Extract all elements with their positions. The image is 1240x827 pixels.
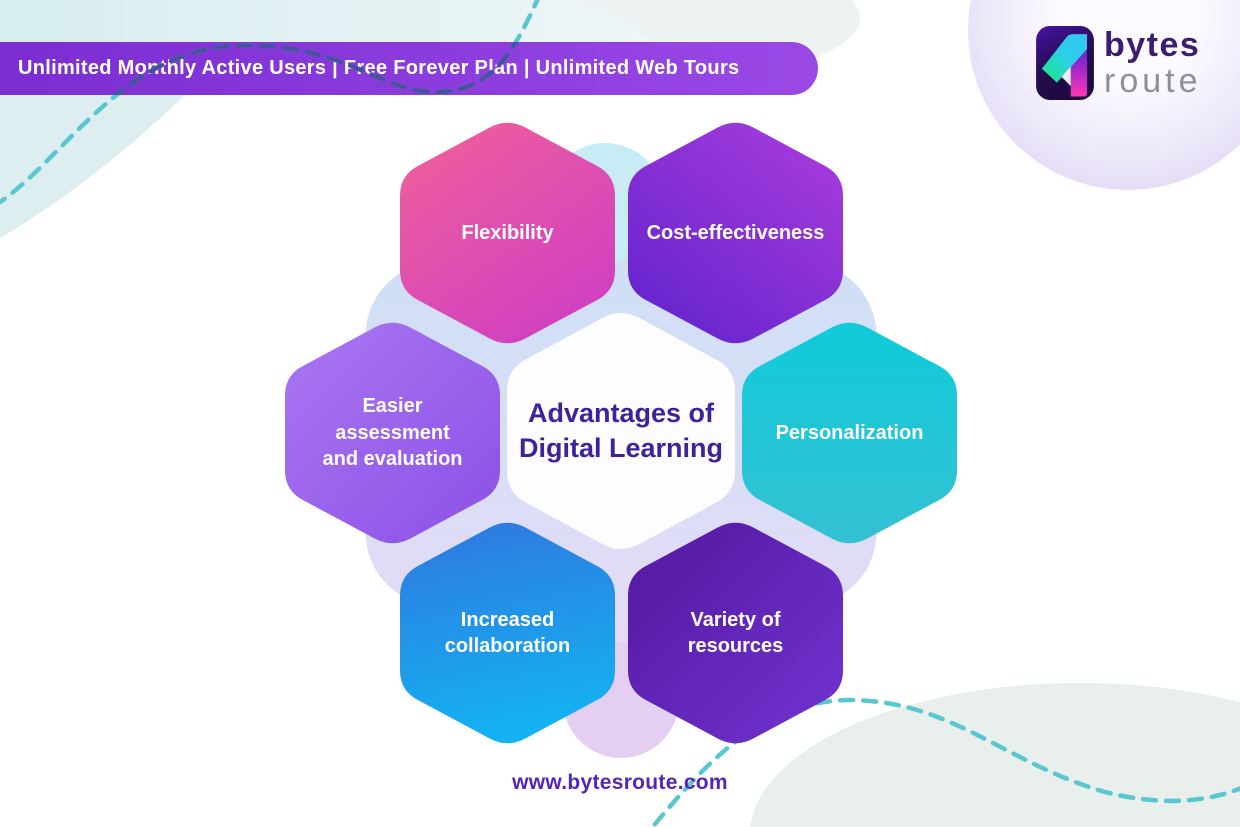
- banner-text: Unlimited Monthly Active Users | Free Fo…: [18, 57, 740, 79]
- hexagon-label: Variety of resources: [687, 608, 784, 657]
- hexagon-label: Easier assessment and evaluation: [322, 395, 463, 471]
- top-left-blob: [0, 0, 650, 42]
- top-banner: Unlimited Monthly Active Users | Free Fo…: [0, 42, 818, 95]
- diagram-title-line1: Advantages of: [527, 397, 715, 428]
- left-wedge-blob: [0, 95, 185, 238]
- hexagon-label: Flexibility: [461, 221, 554, 244]
- diagram-title: Advantages of Digital Learning: [507, 308, 735, 554]
- website-url: www.bytesroute.com: [512, 771, 728, 794]
- hexagon-personalization: Personalization: [742, 318, 957, 548]
- logo-text-route: route: [1104, 62, 1202, 100]
- hexagon-label: Cost-effectiveness: [646, 221, 825, 244]
- hexagon-label: Personalization: [775, 421, 924, 444]
- center-hexagon: Advantages of Digital Learning: [507, 308, 735, 554]
- bytesroute-one-icon: [1036, 26, 1094, 100]
- hexagon-easier-assessment: Easier assessment and evaluation: [285, 318, 500, 548]
- hexagon-increased-collaboration: Increased collaboration: [400, 518, 615, 748]
- hexagon-cost-effectiveness: Cost-effectiveness: [628, 118, 843, 348]
- hexagon-flexibility: Flexibility: [400, 118, 615, 348]
- diagram-title-line2: Digital Learning: [518, 433, 724, 463]
- hexagon-label: Increased collaboration: [444, 608, 571, 657]
- logo-text-bytes: bytes: [1104, 26, 1201, 64]
- hexagon-variety-of-resources: Variety of resources: [628, 518, 843, 748]
- bytesroute-logo: bytes route: [1030, 24, 1240, 134]
